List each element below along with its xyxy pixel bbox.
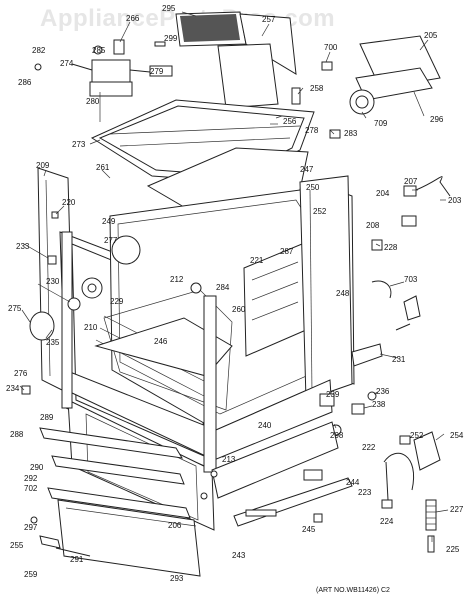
leader-lines xyxy=(19,11,449,542)
part-label: 235 xyxy=(46,338,60,347)
part-label: 279 xyxy=(150,67,164,76)
part-label: 246 xyxy=(154,337,168,346)
part-label: 259 xyxy=(24,570,38,579)
part-label: 296 xyxy=(430,115,444,124)
part-label: 700 xyxy=(324,43,338,52)
part-label: 233 xyxy=(16,242,30,251)
part-label: 292 xyxy=(24,474,38,483)
part-label: 227 xyxy=(450,505,464,514)
part-label: 702 xyxy=(24,484,38,493)
part-label: 282 xyxy=(32,46,46,55)
part-label: 209 xyxy=(36,161,50,170)
part-label: 225 xyxy=(446,545,460,554)
part-label: 257 xyxy=(262,15,276,24)
part-label: 236 xyxy=(376,387,390,396)
part-label: 287 xyxy=(280,247,294,256)
part-label: 234 xyxy=(6,384,20,393)
part-label: 208 xyxy=(366,221,380,230)
part-label: 298 xyxy=(330,431,344,440)
part-label: 250 xyxy=(306,183,320,192)
part-label: 285 xyxy=(92,46,106,55)
part-label: 289 xyxy=(40,413,54,422)
part-label: 239 xyxy=(326,390,340,399)
part-label: 249 xyxy=(102,217,116,226)
part-label: 293 xyxy=(170,574,184,583)
part-label: 709 xyxy=(374,119,388,128)
left-small-parts xyxy=(21,211,202,395)
part-label: 278 xyxy=(305,126,319,135)
part-label: 252 xyxy=(313,207,327,216)
part-label: 238 xyxy=(372,400,386,409)
part-label: 256 xyxy=(283,117,297,126)
part-label: 212 xyxy=(170,275,184,284)
rear-bracket xyxy=(291,35,441,139)
part-label: 255 xyxy=(10,541,24,550)
part-label: 240 xyxy=(258,421,272,430)
part-label: 277 xyxy=(104,236,118,245)
part-label: 231 xyxy=(392,355,406,364)
part-label: 280 xyxy=(86,97,100,106)
top-burner-assembly xyxy=(34,39,173,97)
part-label: 286 xyxy=(18,78,32,87)
part-label: 229 xyxy=(110,297,124,306)
part-label: 276 xyxy=(14,369,28,378)
part-label: 297 xyxy=(24,523,38,532)
part-label: 230 xyxy=(46,277,60,286)
part-label: 205 xyxy=(424,31,438,40)
part-label: 206 xyxy=(168,521,182,530)
part-label: 224 xyxy=(380,517,394,526)
part-label: 210 xyxy=(84,323,98,332)
art-number-caption: (ART NO.WB11426) C2 xyxy=(316,587,390,594)
hood-part xyxy=(175,11,297,109)
part-label: 275 xyxy=(8,304,22,313)
part-label: 244 xyxy=(346,478,360,487)
part-label: 222 xyxy=(362,443,376,452)
part-label: 248 xyxy=(336,289,350,298)
part-label: 204 xyxy=(376,189,390,198)
part-label: 220 xyxy=(62,198,76,207)
part-label: 243 xyxy=(232,551,246,560)
part-label: 261 xyxy=(96,163,110,172)
part-label: 283 xyxy=(344,129,358,138)
part-label: 203 xyxy=(448,196,462,205)
right-small-parts xyxy=(319,176,451,553)
part-label: 260 xyxy=(232,305,246,314)
part-label: 288 xyxy=(10,430,24,439)
part-label: 245 xyxy=(302,525,316,534)
part-label: 213 xyxy=(222,455,236,464)
part-label: 273 xyxy=(72,140,86,149)
part-label: 228 xyxy=(384,243,398,252)
part-label: 247 xyxy=(300,165,314,174)
part-label: 252 xyxy=(410,431,424,440)
part-label: 295 xyxy=(162,4,176,13)
part-label: 223 xyxy=(358,488,372,497)
bottom-parts xyxy=(30,421,353,577)
part-label: 703 xyxy=(404,275,418,284)
part-label: 290 xyxy=(30,463,44,472)
part-number-labels: 295 257 266 282 285 299 700 205 274 279 … xyxy=(6,4,464,583)
part-label: 254 xyxy=(450,431,464,440)
part-label: 258 xyxy=(310,84,324,93)
part-label: 291 xyxy=(70,555,84,564)
part-label: 274 xyxy=(60,59,74,68)
part-label: 266 xyxy=(126,14,140,23)
part-label: 284 xyxy=(216,283,230,292)
part-label: 207 xyxy=(404,177,418,186)
part-label: 299 xyxy=(164,34,178,43)
part-label: 221 xyxy=(250,256,264,265)
